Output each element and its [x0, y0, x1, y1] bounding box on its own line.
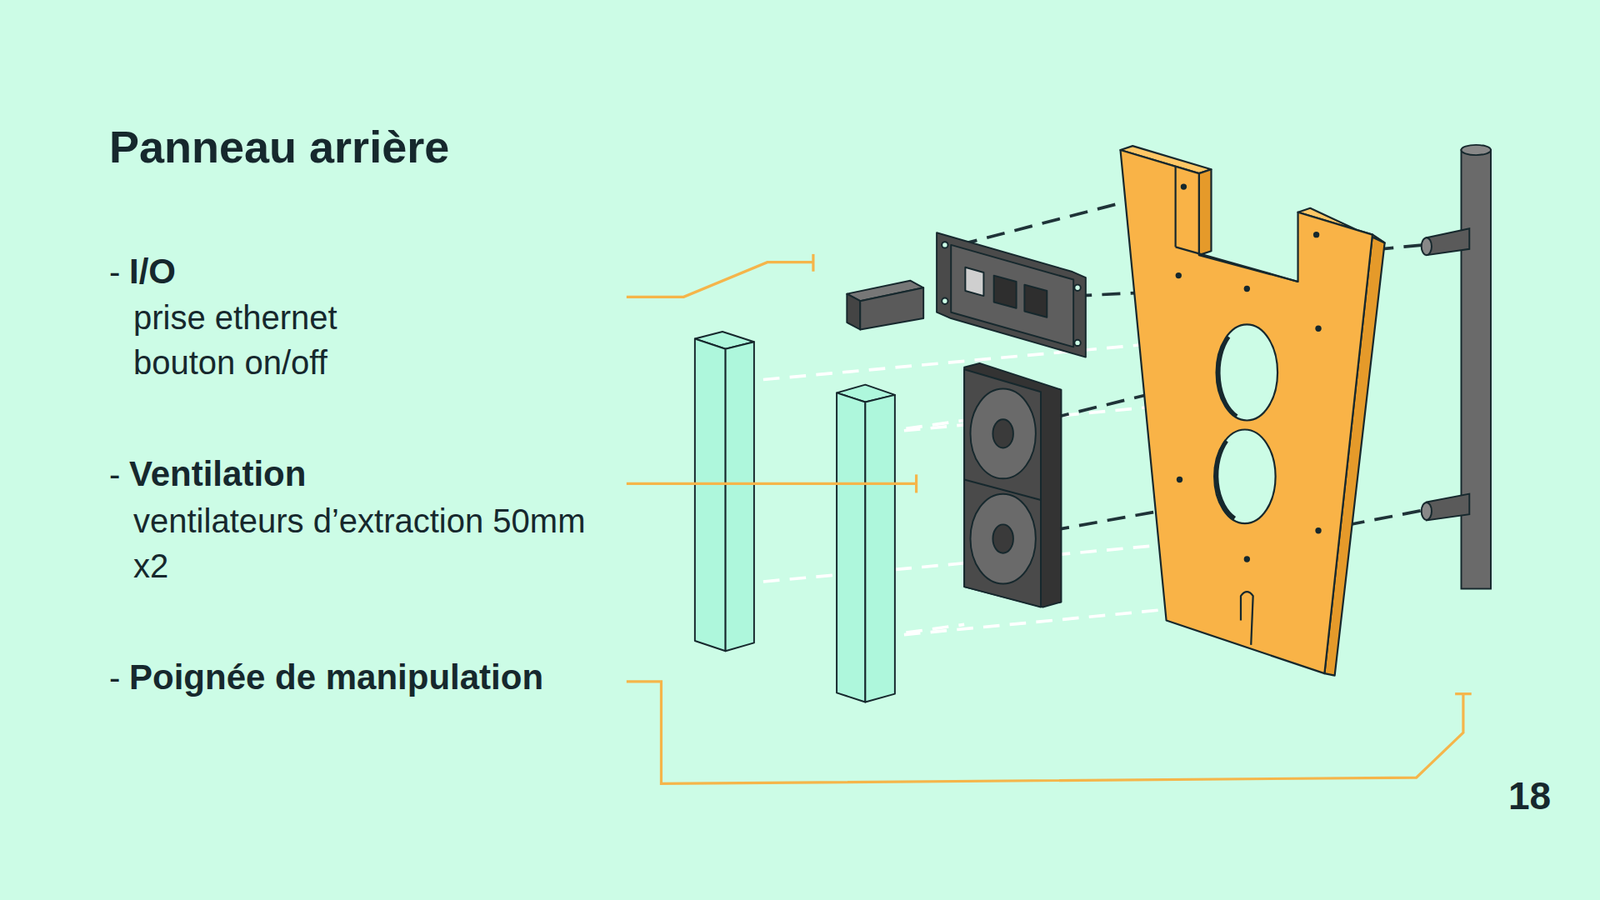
item-body: bouton on/off: [133, 340, 328, 385]
io-plate-part: [936, 232, 1086, 357]
io-plate-part: [965, 267, 984, 296]
back-panel-part-part: [1180, 183, 1187, 190]
back-panel-part-part: [1175, 272, 1182, 279]
back-panel-part: [1216, 440, 1235, 519]
guide-lines: [905, 420, 965, 633]
back-panel-part-part: [1244, 555, 1250, 562]
handle-part: [1421, 502, 1432, 520]
fans-part: [970, 494, 1035, 585]
handle-part: [1426, 494, 1470, 521]
item-body: ventilateurs d’extraction 50mm x2: [133, 498, 600, 589]
guide-lines-part: [905, 624, 965, 633]
switch-block: [846, 280, 924, 330]
back-panel-part: [1175, 183, 1322, 562]
handle-part: [1421, 237, 1432, 255]
back-panel-part-part: [1176, 476, 1183, 483]
leader-lines-part: [915, 474, 918, 493]
handle: [1421, 145, 1491, 590]
guide-lines-part: [904, 608, 1180, 635]
slide-title: Panneau arrière: [109, 120, 450, 174]
back-panel-part: [1214, 430, 1275, 525]
back-panel: [1120, 145, 1385, 676]
back-panel-part: [1175, 166, 1177, 248]
leader-lines-part: [626, 482, 917, 485]
handle-part: [1460, 145, 1491, 155]
back-panel-part: [1240, 591, 1254, 645]
back-panel-part: [1216, 324, 1278, 420]
back-panel-part-part: [1315, 527, 1321, 534]
bullet-dash: -: [109, 452, 120, 496]
item-heading: Poignée de manipulation: [129, 655, 544, 700]
back-panel-part: [1199, 169, 1212, 255]
io-plate-part: [950, 245, 1074, 347]
green-bars: [695, 331, 895, 702]
back-panel-part-part: [1244, 285, 1250, 292]
back-panel-part-part: [1313, 231, 1320, 238]
switch-block-part: [860, 287, 924, 330]
back-panel-part: [1175, 246, 1299, 282]
green-bars-part: [865, 395, 895, 703]
fans: [964, 363, 1061, 608]
item-heading: I/O: [129, 250, 176, 294]
fans-part: [992, 419, 1013, 448]
io-plate-part: [1074, 340, 1080, 346]
handle-part: [1460, 150, 1491, 590]
item-body: prise ethernet: [133, 295, 338, 340]
fans-part: [970, 389, 1035, 480]
io-plate-part: [994, 275, 1017, 309]
fans-part: [964, 369, 1041, 607]
bullet-dash: -: [109, 655, 120, 700]
io-plate-part: [1074, 285, 1080, 291]
io-plate-part: [941, 298, 948, 305]
leader-lines-part: [626, 681, 1464, 784]
page-number: 18: [1508, 772, 1551, 820]
fans-part: [964, 363, 1061, 608]
guide-lines-part: [905, 420, 965, 429]
leader-lines-part: [811, 254, 815, 272]
switch-block-part: [846, 294, 860, 330]
item-heading: Ventilation: [129, 452, 306, 496]
green-bars-part: [695, 339, 726, 652]
bullet-dash: -: [109, 250, 120, 294]
back-panel-part: [1120, 150, 1372, 674]
io-plate: [936, 232, 1086, 357]
fans-part: [964, 480, 1041, 500]
back-panel-part-part: [1315, 325, 1321, 332]
green-bars-part: [836, 392, 865, 702]
handle-part: [1426, 228, 1470, 255]
fans-part: [992, 524, 1013, 553]
green-bars-part: [725, 341, 755, 651]
io-plate-part: [941, 241, 948, 248]
leader-lines-part: [626, 262, 814, 298]
back-panel-part: [1218, 336, 1237, 417]
leader-lines-part: [1455, 692, 1472, 695]
leader-lines: [626, 254, 1472, 785]
io-plate-part: [1024, 285, 1047, 318]
